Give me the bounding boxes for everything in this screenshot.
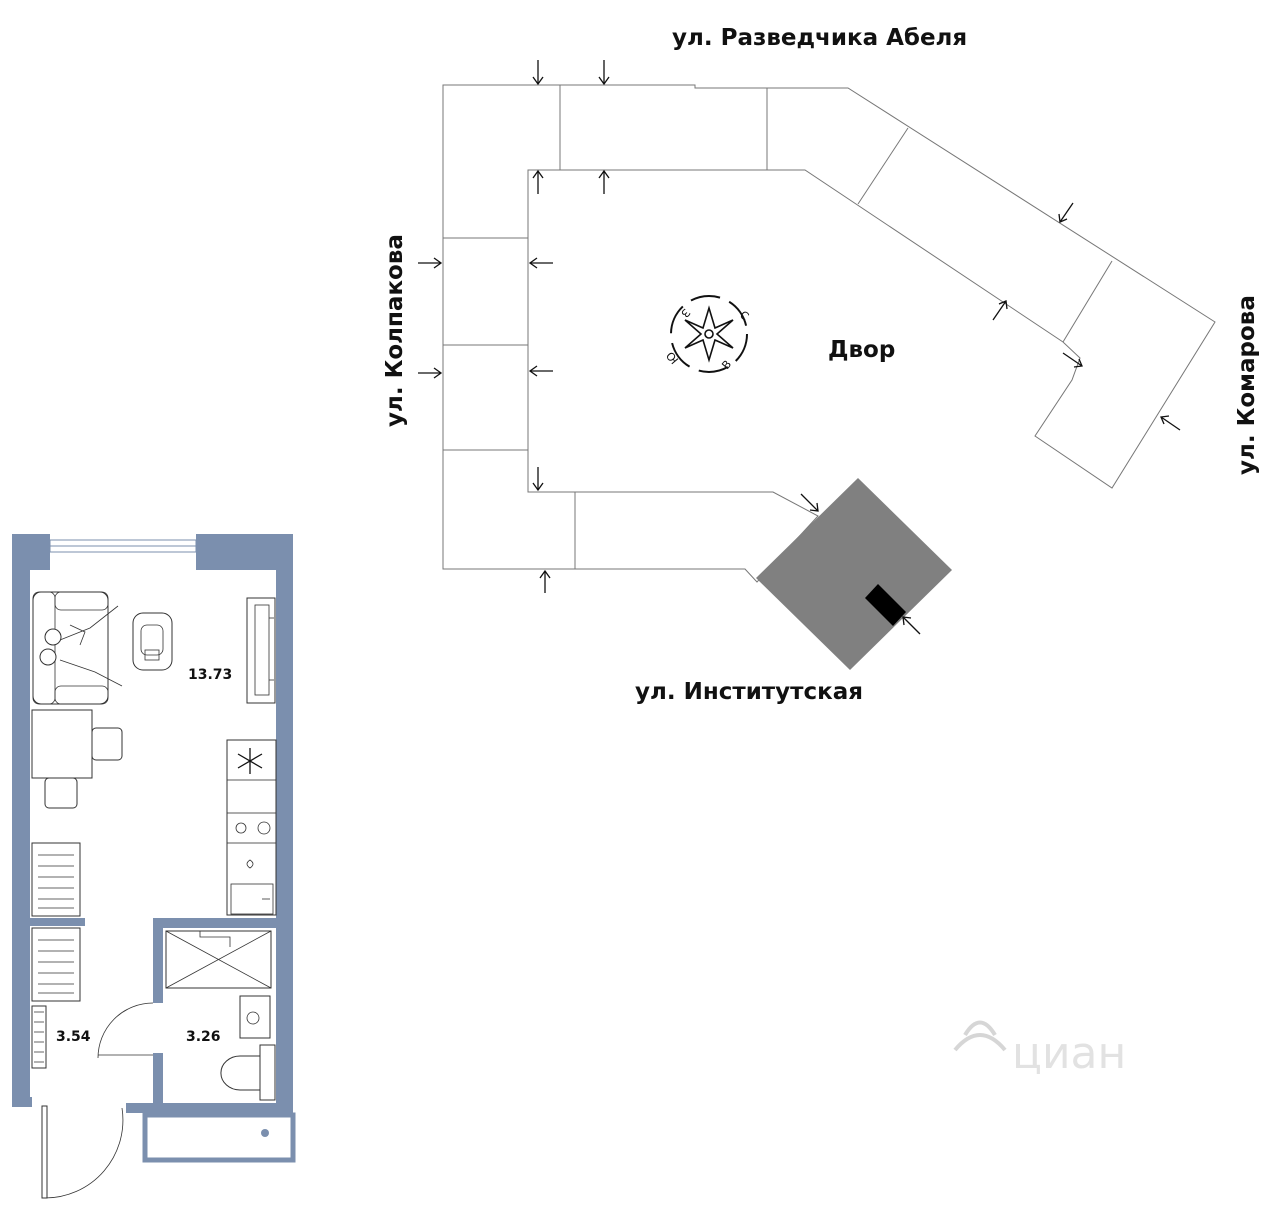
wall-partition [30, 918, 85, 926]
sink-icon [239, 995, 271, 1039]
entrance-arrow-icon [418, 367, 443, 379]
entrance-arrow-icon [1062, 352, 1083, 368]
wall-bath-left [153, 918, 163, 1003]
sofa-icon [32, 591, 123, 705]
entrance-arrow-icon [532, 60, 544, 86]
wardrobe-icon [31, 842, 81, 1069]
wall-bath-left-lower [153, 1053, 163, 1107]
area-living-room: 13.73 [188, 667, 232, 683]
riser-icon [261, 1129, 269, 1137]
kitchen-unit [226, 739, 277, 916]
area-bathroom: 3.26 [186, 1029, 221, 1045]
street-label-east: ул. Комарова [1234, 295, 1260, 475]
star-icon [684, 305, 734, 363]
entrance-arrow-icon [418, 257, 443, 269]
yard-label: Двор [828, 337, 895, 363]
section-dividers [443, 85, 1113, 569]
entrance-arrow-icon [598, 169, 610, 194]
wall-bottom [12, 1097, 32, 1107]
apartment-plan: 13.73 [12, 534, 296, 1199]
wall-stub [142, 1112, 296, 1163]
entrance-arrow-icon [532, 169, 544, 194]
entrance-marker [865, 584, 906, 626]
entrance-arrow-icon [528, 365, 553, 377]
snowflake-icon [237, 748, 263, 774]
armchair-icon [132, 612, 173, 671]
entrance-arrow-icon [539, 569, 551, 593]
cian-logo-icon [953, 1020, 1007, 1052]
entrance-arrow-icon [532, 467, 544, 492]
shower-icon [165, 930, 272, 989]
wall-bottom-right [126, 1103, 293, 1113]
tv-cabinet-icon [246, 597, 276, 704]
site-plan: С В Ю З ул. Разведчика Абеля ул. Колпако… [382, 25, 1260, 705]
wall-bath-right [276, 918, 293, 1103]
watermark: циан [953, 1020, 1126, 1079]
entrance-arrow-icon [1160, 415, 1181, 431]
compass-rose: С В Ю З [664, 295, 752, 373]
wall-top-right [196, 534, 293, 570]
entrance-arrow-icon [800, 493, 819, 512]
entrance-arrows [418, 60, 1181, 635]
toilet-icon [220, 1044, 276, 1101]
drop-icon [246, 859, 254, 869]
entrance-arrow-icon [992, 300, 1008, 321]
wall-left [12, 534, 30, 1102]
entrance-arrow-icon [528, 257, 553, 269]
entrance-arrow-icon [1058, 202, 1074, 223]
wall-right [276, 534, 293, 919]
watermark-text: циан [1012, 1028, 1126, 1079]
entrance-arrow-icon [598, 60, 610, 86]
door-icon [41, 1002, 154, 1199]
street-label-north: ул. Разведчика Абеля [672, 25, 967, 51]
street-label-south: ул. Институтская [635, 679, 863, 705]
highlighted-section [756, 478, 952, 670]
compass-south: Ю [664, 349, 682, 367]
street-label-west: ул. Колпакова [382, 234, 408, 427]
dining-table-icon [31, 709, 123, 809]
wall-top-left [12, 534, 50, 570]
wall-bath-top [153, 918, 293, 928]
entrance-arrow-icon [902, 616, 921, 635]
area-hallway: 3.54 [56, 1029, 91, 1045]
window [49, 539, 197, 553]
